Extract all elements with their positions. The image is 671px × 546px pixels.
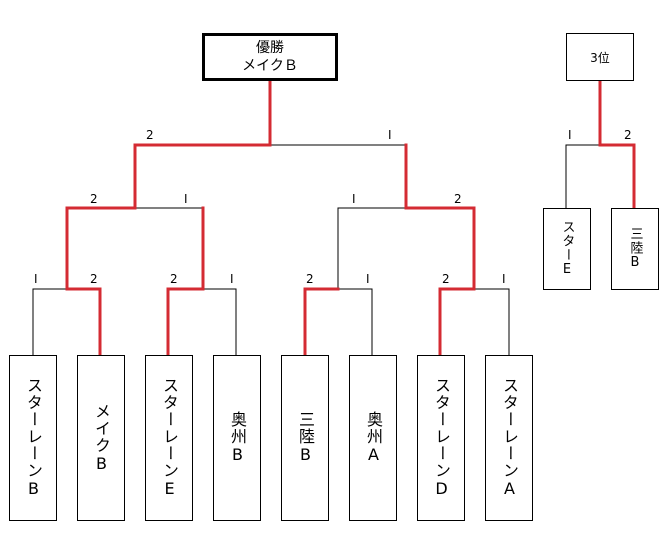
team-label-2: メイクB	[92, 402, 111, 474]
r2-score-2: I	[184, 192, 188, 206]
champion-title: 優勝	[256, 40, 284, 56]
third-place-box: 3位	[566, 33, 634, 81]
r1-score-6: I	[366, 272, 370, 286]
team-box-4: 奥州B	[213, 355, 261, 521]
team-box-5: 三陸B	[281, 355, 329, 521]
team-box-3: スターレーンE	[145, 355, 193, 521]
r1-score-3: 2	[170, 272, 178, 286]
win-path-starD	[404, 143, 476, 357]
r1-score-5: 2	[306, 272, 314, 286]
team-label-4: 奥州B	[228, 411, 247, 465]
r1-score-2: 2	[90, 272, 98, 286]
r1-score-4: I	[230, 272, 234, 286]
team-box-6: 奥州A	[349, 355, 397, 521]
team-box-8: スターレーンA	[485, 355, 533, 521]
third-team-1: スターE	[543, 208, 591, 290]
r1-score-8: I	[502, 272, 506, 286]
team-label-3: スターレーンE	[160, 377, 179, 499]
team-label-8: スターレーンA	[500, 377, 519, 499]
r2-score-1: 2	[90, 192, 98, 206]
team-label-7: スターレーンD	[432, 377, 451, 499]
win-path-sanrikuB	[303, 287, 340, 357]
r2-score-3: I	[352, 192, 356, 206]
win-path-third	[598, 78, 636, 210]
team-label-6: 奥州A	[364, 411, 383, 465]
final-score-2: I	[388, 128, 392, 142]
final-score-1: 2	[146, 128, 154, 142]
third-place-title: 3位	[590, 50, 610, 65]
third-team-1-label: スターE	[559, 220, 575, 278]
team-label-1: スターレーンB	[24, 377, 43, 499]
champion-name: メイクＢ	[242, 58, 298, 74]
team-box-1: スターレーンB	[9, 355, 57, 521]
team-box-2: メイクB	[77, 355, 125, 521]
win-path-starE	[166, 206, 205, 357]
r1-score-7: 2	[442, 272, 450, 286]
third-team-2-label: 三陸B	[627, 227, 643, 271]
champion-box: 優勝 メイクＢ	[202, 33, 338, 81]
third-team-2: 三陸B	[611, 208, 659, 290]
r1-score-1: I	[34, 272, 38, 286]
win-path-meikuB	[65, 78, 272, 357]
third-score-1: I	[568, 128, 572, 142]
team-box-7: スターレーンD	[417, 355, 465, 521]
third-score-2: 2	[624, 128, 632, 142]
r2-score-4: 2	[454, 192, 462, 206]
team-label-5: 三陸B	[296, 411, 315, 465]
